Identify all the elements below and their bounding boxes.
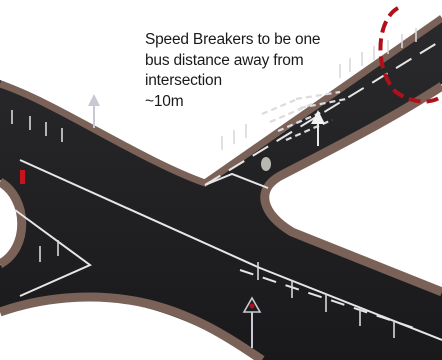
red-sign xyxy=(20,170,25,184)
manhole xyxy=(261,157,271,171)
annotation-line-1: Speed Breakers to be one xyxy=(145,30,345,51)
annotation-line-3: intersection xyxy=(145,71,345,92)
annotation-line-2: bus distance away from xyxy=(145,51,345,72)
annotation-line-4: ~10m xyxy=(145,92,345,113)
annotation-text: Speed Breakers to be one bus distance aw… xyxy=(145,30,345,112)
